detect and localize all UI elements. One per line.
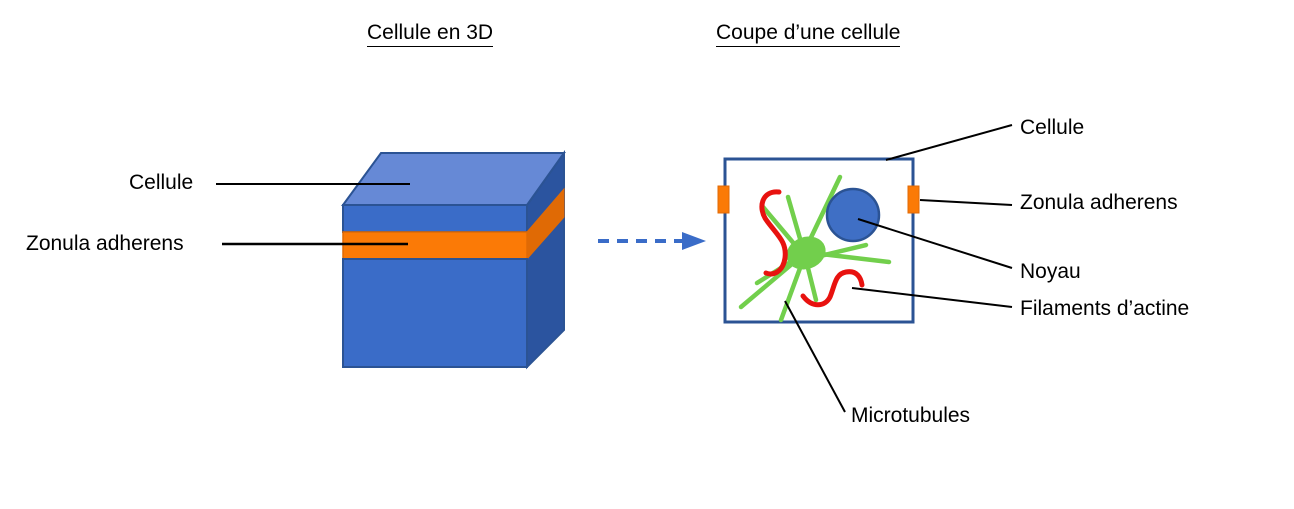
actin-filament-upper <box>759 189 788 277</box>
title-left-text: Cellule en 3D <box>367 21 494 47</box>
3d-cell-cube <box>341 149 566 370</box>
nucleus-circle <box>825 187 881 243</box>
leader-line-noyau <box>857 218 1013 269</box>
actin-filaments <box>759 189 865 308</box>
zonula-adherens-left-marker <box>717 185 730 214</box>
leader-line-zonula <box>919 199 1013 206</box>
cube-front-upper <box>342 204 528 233</box>
zonula-band-front <box>342 231 528 260</box>
leader-line-cellule <box>885 124 1013 161</box>
cube-top-face <box>341 152 566 206</box>
leader-line-microtubules <box>784 300 846 413</box>
label-left-cellule: Cellule <box>129 171 194 194</box>
arrow-head <box>682 232 706 250</box>
label-noyau: Noyau <box>1020 260 1081 283</box>
label-zonula: Zonula adherens <box>1020 191 1178 214</box>
centrosome-hub <box>786 236 826 270</box>
cube-front-lower <box>342 258 528 368</box>
title-right: Coupe d’une cellule <box>716 21 901 47</box>
label-microtubules: Microtubules <box>851 404 971 427</box>
label-left-zonula: Zonula adherens <box>26 232 184 255</box>
title-right-text: Coupe d’une cellule <box>716 21 901 47</box>
actin-filament-lower <box>800 269 865 308</box>
dashed-transition-arrow <box>598 232 706 250</box>
label-actine: Filaments d’actine <box>1020 297 1190 320</box>
title-left: Cellule en 3D <box>367 21 494 47</box>
label-cellule: Cellule <box>1020 116 1085 139</box>
zonula-adherens-right-marker <box>907 185 920 214</box>
leader-line-actine <box>851 287 1013 308</box>
